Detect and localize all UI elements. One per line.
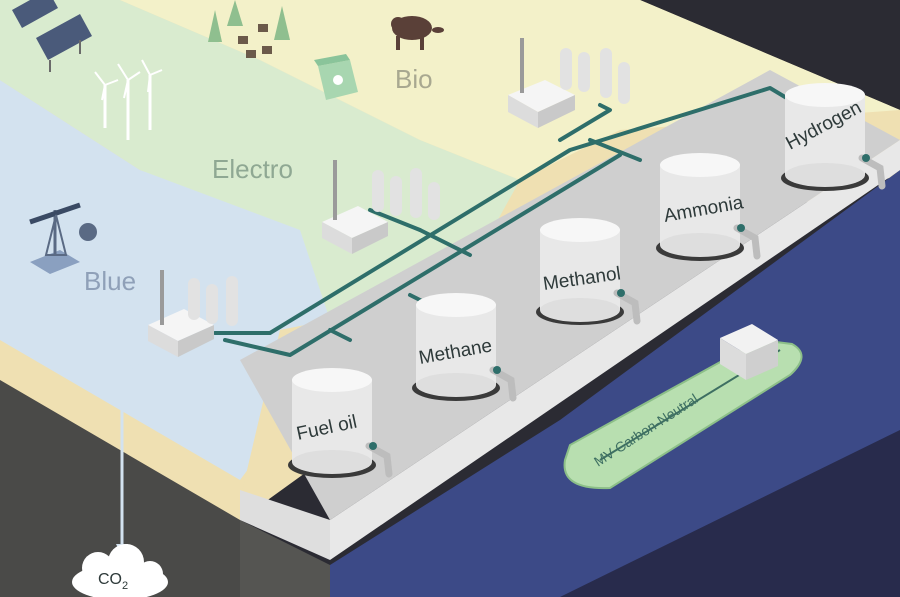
co2-cloud: [72, 544, 168, 597]
water-surface: [330, 170, 900, 597]
region-label-bio: Bio: [395, 64, 433, 94]
oil-pump-jack: [29, 202, 97, 274]
region-label-electro: Electro: [212, 154, 293, 184]
bio-zone: [120, 0, 900, 180]
factory-bio: [508, 38, 630, 128]
water-deep: [560, 430, 900, 597]
cow: [391, 16, 444, 50]
factory-blue: [148, 270, 238, 357]
tank-methane: [412, 293, 517, 402]
tank-hydrogen: [781, 83, 886, 191]
tank-methanol: [536, 218, 641, 325]
ship: [563, 324, 803, 490]
tank-ammonia: [656, 153, 761, 261]
electro-zone: [0, 0, 520, 320]
soil-front-face: [240, 520, 330, 597]
forest: [208, 0, 290, 58]
factory-electro: [322, 160, 440, 254]
tank-fuel-oil: [288, 368, 393, 478]
pipeline-network: [213, 86, 792, 357]
region-label-blue: Blue: [84, 266, 136, 296]
quay-left: [240, 490, 330, 560]
recycling-bin: [314, 54, 358, 100]
co2-label: CO2: [98, 571, 128, 592]
soil-cross-section: [0, 380, 240, 597]
solar-panels: [12, 0, 92, 72]
wind-turbines: [94, 59, 163, 140]
